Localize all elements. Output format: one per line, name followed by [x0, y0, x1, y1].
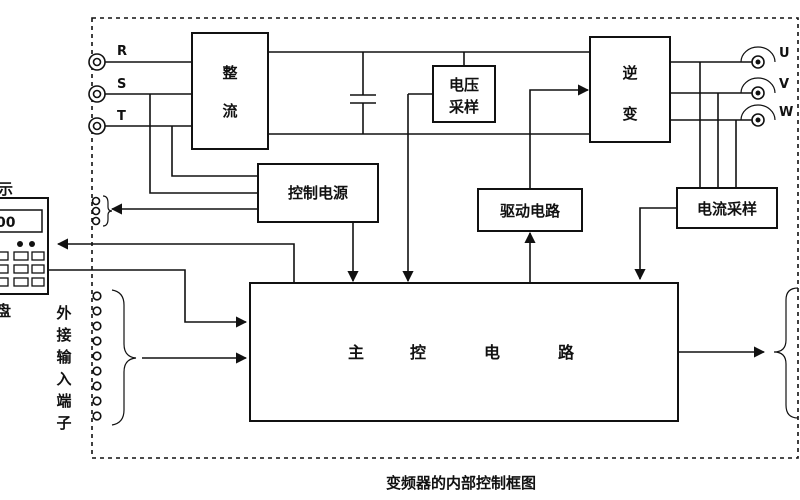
- keypad-key: [31, 264, 45, 274]
- output-label-w: W: [779, 105, 793, 120]
- diagram-caption: 变频器的内部控制框图: [386, 474, 536, 492]
- arrow-keypad-to-main: [48, 269, 248, 328]
- current-sampling-label: 电流采样: [697, 200, 757, 218]
- filter-capacitor: [350, 52, 376, 134]
- keypad-key: [31, 251, 45, 261]
- input-label-r: R: [117, 44, 127, 59]
- external-terminals-char-1: 外: [55, 304, 71, 322]
- keypad-key: [31, 277, 45, 287]
- keypad-panel-label: 盘: [0, 302, 11, 320]
- external-input-terminals: [92, 291, 102, 421]
- output-terminal-u: [751, 55, 765, 69]
- control-power-block: [257, 163, 379, 223]
- main-control-block: [249, 282, 679, 422]
- external-inputs-brace: [111, 289, 137, 426]
- input-label-t: T: [117, 109, 126, 124]
- keypad-key: [13, 264, 29, 274]
- keypad-key: [13, 277, 29, 287]
- arrow-current-sampling-to-main: [634, 207, 677, 281]
- wire-s-to-control-power: [149, 94, 258, 194]
- output-label-v: V: [779, 77, 789, 92]
- rectifier-block: [191, 32, 269, 150]
- current-sensor-v: [740, 77, 776, 94]
- keypad-key: [13, 251, 29, 261]
- main-control-label-4: 路: [558, 343, 575, 362]
- input-terminal-s: [88, 85, 106, 103]
- main-control-label-2: 控: [410, 343, 426, 362]
- keypad-key: [0, 277, 9, 287]
- current-sampling-block: [676, 187, 778, 229]
- rectifier-label-1: 整: [222, 64, 237, 82]
- voltage-sampling-label-2: 采样: [448, 98, 479, 116]
- control-power-label: 控制电源: [288, 184, 348, 202]
- external-terminals-char-6: 子: [56, 414, 71, 432]
- output-label-u: U: [779, 46, 790, 61]
- output-terminal-w: [751, 113, 765, 127]
- arrow-drive-to-inverter: [529, 84, 590, 189]
- input-label-s: S: [117, 77, 126, 92]
- keypad-panel: [0, 197, 49, 295]
- output-terminal-v: [751, 86, 765, 100]
- external-terminals-char-2: 接: [56, 326, 71, 344]
- keypad-key: [0, 251, 9, 261]
- main-control-label-1: 主: [348, 343, 364, 362]
- inverter-enclosure: [91, 17, 799, 459]
- output-terminals-brace: [773, 287, 799, 419]
- main-control-label-3: 电: [484, 343, 500, 362]
- external-terminals-char-5: 端: [56, 392, 71, 410]
- keypad-key: [0, 264, 9, 274]
- keypad-display-value: 00: [0, 215, 16, 231]
- input-terminal-t: [88, 117, 106, 135]
- arrow-main-to-keypad: [56, 238, 295, 283]
- inverter-label-2: 变: [622, 105, 637, 123]
- input-terminal-r: [88, 53, 106, 71]
- inverter-block: [589, 36, 671, 143]
- rectifier-label-2: 流: [222, 102, 237, 120]
- wire-t-to-control-power: [171, 126, 258, 177]
- current-sensor-w: [740, 104, 776, 121]
- keypad-display: [0, 209, 43, 233]
- drive-circuit-label: 驱动电路: [500, 202, 561, 220]
- voltage-sampling-label-1: 电压: [449, 76, 479, 94]
- external-terminals-char-3: 输: [56, 348, 72, 366]
- external-terminals-char-4: 入: [56, 370, 71, 388]
- aux-terminals: [91, 195, 113, 227]
- current-sensor-u: [740, 46, 776, 63]
- keypad-display-label: 示: [0, 180, 13, 198]
- inverter-label-1: 逆: [622, 64, 637, 82]
